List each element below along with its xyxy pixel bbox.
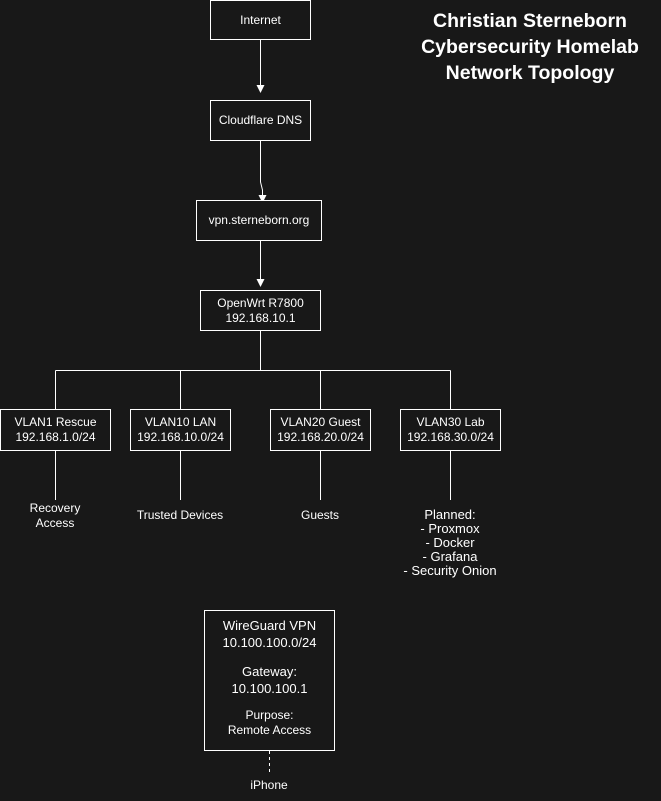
vlan30-subnet: 192.168.30.0/24 xyxy=(407,430,494,444)
planned-line-2: - Proxmox xyxy=(420,521,480,536)
vlan1-subnet: 192.168.1.0/24 xyxy=(15,430,96,444)
router-node: OpenWrt R7800 192.168.10.1 xyxy=(200,290,321,331)
vlan10-name: VLAN10 LAN xyxy=(144,415,217,429)
title-line-2: Cybersecurity Homelab xyxy=(421,36,639,58)
vlan1-name: VLAN1 Rescue xyxy=(14,415,97,429)
router-ip: 192.168.10.1 xyxy=(225,310,296,325)
cloudflare-dns-node: Cloudflare DNS xyxy=(210,100,311,141)
vlan1-node: VLAN1 Rescue 192.168.1.0/24 xyxy=(0,409,111,451)
vpn-domain-node: vpn.sterneborn.org xyxy=(196,200,322,241)
wireguard-purpose: Remote Access xyxy=(227,723,312,737)
planned-line-5: - Security Onion xyxy=(403,563,497,578)
guests-text: Guests xyxy=(300,508,339,522)
iphone-text: iPhone xyxy=(250,778,288,792)
vlan10-subnet: 192.168.10.0/24 xyxy=(137,430,224,444)
arrow-cloudflare-to-vpn-domain xyxy=(258,140,267,203)
vpn-domain-label: vpn.sterneborn.org xyxy=(208,213,310,227)
recovery-line-2: Access xyxy=(35,516,75,530)
vlan20-node: VLAN20 Guest 192.168.20.0/24 xyxy=(270,409,371,451)
planned-line-1: Planned: xyxy=(424,507,476,522)
wireguard-gateway-ip: 10.100.100.1 xyxy=(231,681,308,696)
iphone-label: iPhone xyxy=(229,778,309,793)
title-line-1: Christian Sterneborn xyxy=(433,10,627,32)
title-line-3: Network Topology xyxy=(445,62,615,84)
internet-label: Internet xyxy=(240,12,281,27)
wireguard-purpose-label: Purpose: xyxy=(245,708,294,722)
cloudflare-dns-label: Cloudflare DNS xyxy=(218,113,303,127)
planned-line-3: - Docker xyxy=(425,535,475,550)
diagram-title: Christian Sterneborn Cybersecurity Homel… xyxy=(404,8,656,86)
vlan30-name: VLAN30 Lab xyxy=(416,415,485,429)
wireguard-name: WireGuard VPN xyxy=(222,618,317,633)
guests-label: Guests xyxy=(270,508,370,523)
vlan20-subnet: 192.168.20.0/24 xyxy=(277,430,364,444)
vlan20-name: VLAN20 Guest xyxy=(280,415,361,429)
wireguard-gateway-label: Gateway: xyxy=(242,664,297,679)
vlan10-node: VLAN10 LAN 192.168.10.0/24 xyxy=(130,409,231,451)
trusted-devices-label: Trusted Devices xyxy=(120,508,240,523)
recovery-line-1: Recovery xyxy=(29,501,81,515)
vlan30-node: VLAN30 Lab 192.168.30.0/24 xyxy=(400,409,501,451)
wireguard-subnet: 10.100.100.0/24 xyxy=(222,635,317,650)
internet-node: Internet xyxy=(210,0,311,40)
wireguard-vpn-node: WireGuard VPN 10.100.100.0/24 Gateway: 1… xyxy=(204,610,335,751)
planned-line-4: - Grafana xyxy=(422,549,478,564)
planned-services-label: Planned: - Proxmox - Docker - Grafana - … xyxy=(380,508,520,578)
recovery-access-label: Recovery Access xyxy=(5,501,105,531)
trusted-devices-text: Trusted Devices xyxy=(136,508,224,522)
router-name: OpenWrt R7800 xyxy=(217,295,304,310)
